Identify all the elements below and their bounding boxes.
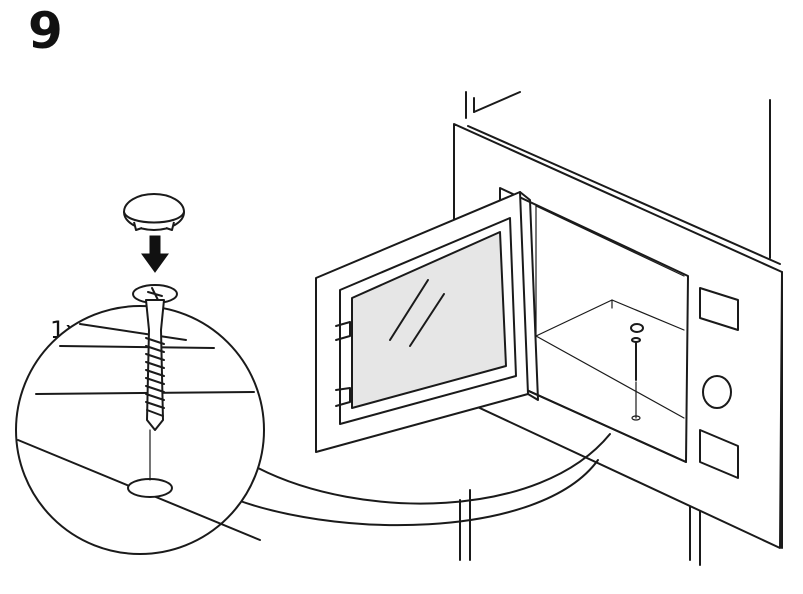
microwave-icon (453, 123, 783, 549)
cover-cap-icon (123, 193, 185, 231)
step-number: 9 (28, 2, 63, 60)
callout-connector (257, 433, 611, 505)
detail-circle (15, 305, 265, 555)
screw-icon (132, 284, 178, 431)
arrow-down-icon (141, 235, 169, 273)
microwave-door (315, 191, 539, 453)
